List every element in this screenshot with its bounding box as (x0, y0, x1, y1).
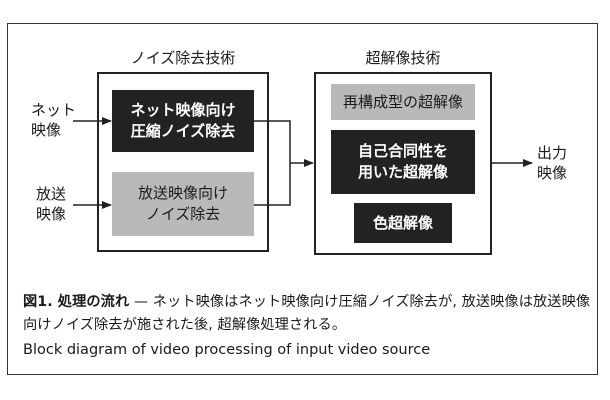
caption-english: Block diagram of video processing of inp… (23, 342, 431, 358)
caption-body: — ネット映像はネット映像向け圧縮ノイズ除去が, 放送映像は放送映像向けノイズ除… (23, 294, 591, 333)
net-video-compression-noise-reduction-box: ネット映像向け 圧縮ノイズ除去 (112, 90, 254, 152)
noise-reduction-title: ノイズ除去技術 (130, 49, 236, 67)
reconstruction-super-resolution-box: 再構成型の超解像 (331, 84, 475, 120)
connector-broadcast-to-merge (254, 163, 291, 206)
figure-frame (7, 23, 598, 375)
figure-number: 図1. 処理の流れ (23, 294, 130, 310)
color-super-resolution-box: 色超解像 (354, 203, 452, 243)
self-similarity-super-resolution-box: 自己合同性を 用いた超解像 (331, 130, 475, 194)
connector-net-to-merge (254, 120, 291, 163)
input-broadcast-video-label: 放送 映像 (36, 185, 67, 223)
noise-reduction-group (97, 72, 269, 252)
broadcast-video-noise-reduction-box: 放送映像向け ノイズ除去 (112, 172, 254, 236)
output-video-label: 出力 映像 (537, 144, 568, 182)
super-resolution-group (314, 72, 492, 255)
super-resolution-title: 超解像技術 (365, 49, 441, 67)
figure-caption: 図1. 処理の流れ — ネット映像はネット映像向け圧縮ノイズ除去が, 放送映像は… (23, 291, 593, 337)
input-net-video-label: ネット 映像 (31, 101, 77, 139)
